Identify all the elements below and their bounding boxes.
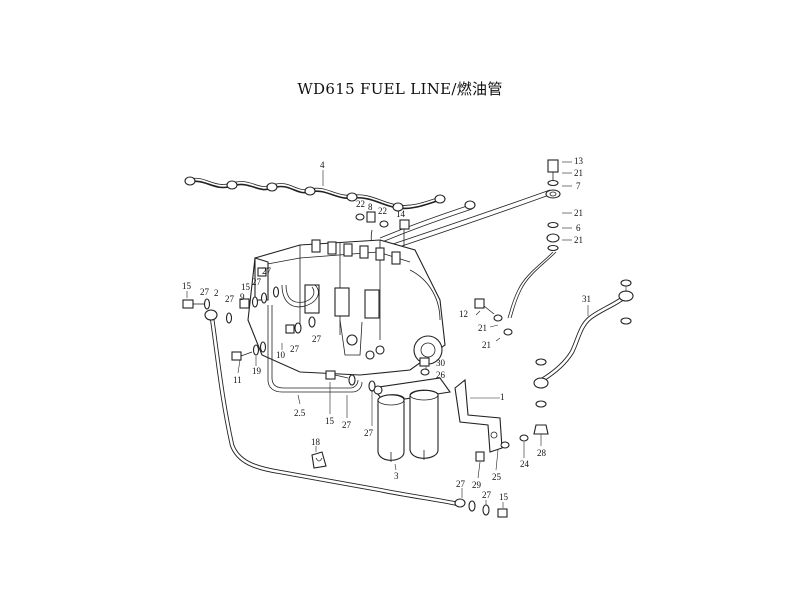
callout-15: 15: [182, 281, 192, 291]
callout-31: 31: [582, 294, 591, 304]
callout-15: 15: [499, 492, 509, 502]
callout-12: 12: [459, 309, 468, 319]
callout-10: 10: [276, 350, 286, 360]
callout-27: 27: [252, 277, 262, 287]
callout-27: 27: [482, 490, 492, 500]
banjo-fitting-top: [545, 159, 561, 199]
callout-27: 27: [456, 479, 466, 489]
callout-22: 22: [356, 199, 365, 209]
callout-4: 4: [320, 160, 325, 170]
callout-24: 24: [520, 459, 530, 469]
callout-9: 9: [240, 292, 245, 302]
callout-2-5: 2.5: [294, 408, 306, 418]
callout-21: 21: [574, 168, 583, 178]
banjo-fitting-mid: [507, 221, 560, 319]
filter-bracket: [454, 378, 503, 453]
callout-2: 2: [214, 288, 219, 298]
callout-21: 21: [574, 208, 583, 218]
callout-28: 28: [537, 448, 547, 458]
callout-27: 27: [200, 287, 210, 297]
callout-7: 7: [576, 181, 581, 191]
fuel-pipe-9: [281, 284, 319, 308]
diagram-title: WD615 FUEL LINE/燃油管: [297, 80, 503, 98]
callout-1: 1: [500, 392, 505, 402]
callout-27: 27: [342, 420, 352, 430]
callout-15: 15: [325, 416, 335, 426]
callout-27: 27: [290, 344, 300, 354]
callout-27: 27: [262, 266, 272, 276]
fuel-pipe-2-5: [267, 305, 363, 393]
callout-19: 19: [252, 366, 262, 376]
callout-27: 27: [364, 428, 374, 438]
callout-8: 8: [368, 202, 373, 212]
callout-26: 26: [436, 370, 446, 380]
callout-21: 21: [482, 340, 491, 350]
leader-lines: [186, 161, 627, 508]
callout-labels: 4 13 21 7 22 8 22 14 21 6 21 15 27 2 27 …: [182, 156, 591, 502]
callout-27: 27: [312, 334, 322, 344]
fuel-filter-assembly: [370, 377, 451, 462]
leak-off-rail: [184, 176, 446, 212]
callout-3: 3: [394, 471, 399, 481]
callout-27: 27: [225, 294, 235, 304]
callout-29: 29: [472, 480, 482, 490]
callout-25: 25: [492, 472, 502, 482]
callout-6: 6: [576, 223, 581, 233]
callout-14: 14: [396, 209, 406, 219]
callout-13: 13: [574, 156, 584, 166]
callout-18: 18: [311, 437, 321, 447]
callout-21: 21: [478, 323, 487, 333]
callout-22: 22: [378, 206, 387, 216]
callout-30: 30: [436, 358, 446, 368]
callout-21: 21: [574, 235, 583, 245]
engine-block: [247, 239, 446, 376]
fuel-pipe-2: [204, 309, 466, 508]
callout-15: 15: [241, 282, 251, 292]
hardware: [182, 211, 549, 518]
callout-11: 11: [233, 375, 242, 385]
